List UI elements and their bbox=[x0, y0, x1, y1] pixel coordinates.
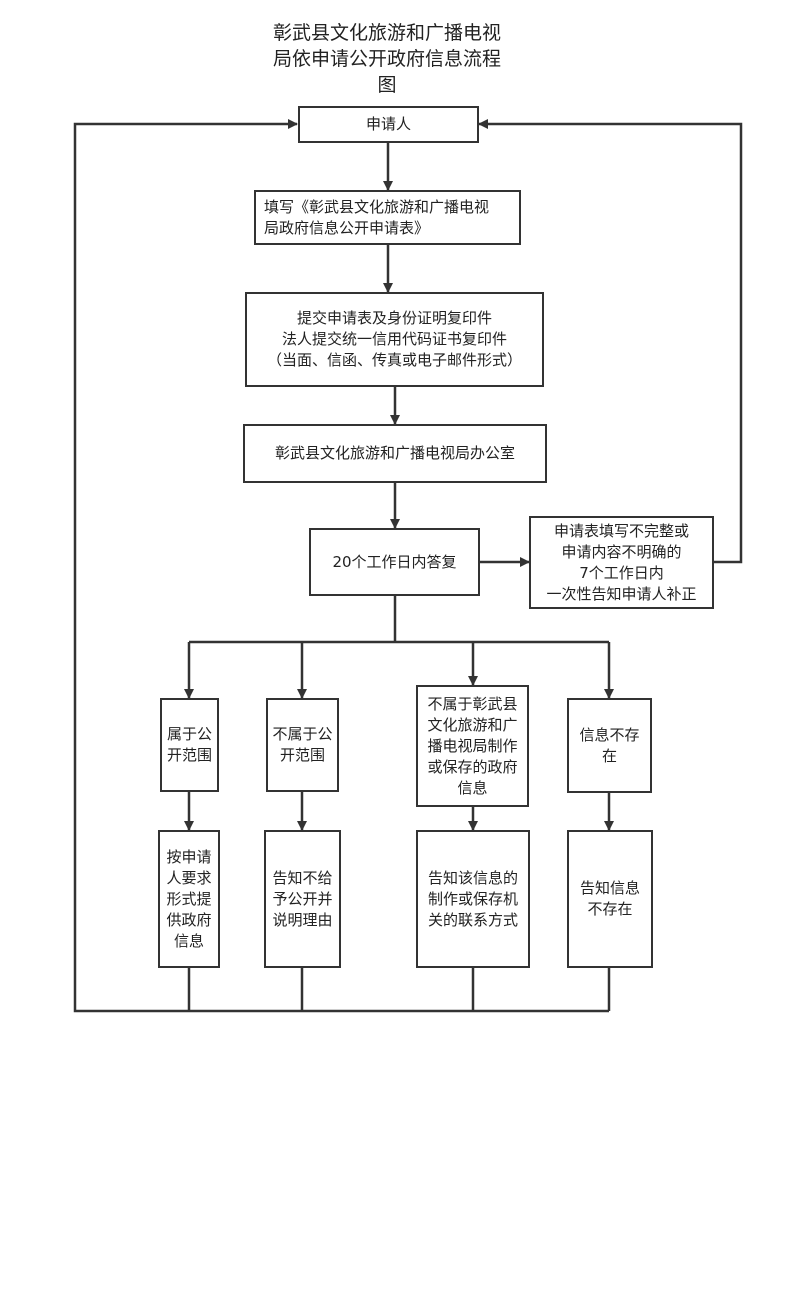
page-title: 彰武县文化旅游和广播电视 局依申请公开政府信息流程 图 bbox=[262, 20, 512, 98]
node-text: 7个工作日内 bbox=[579, 563, 664, 582]
node-information-not-exist: 信息不存 在 bbox=[567, 698, 652, 793]
node-public-scope: 属于公 开范围 bbox=[160, 698, 219, 792]
node-text: 说明理由 bbox=[272, 910, 333, 929]
node-text: 20个工作日内答复 bbox=[332, 552, 457, 571]
node-text: 播电视局制作 bbox=[427, 736, 518, 755]
node-text: 信息不存 bbox=[579, 725, 640, 744]
node-office: 彰武县文化旅游和广播电视局办公室 bbox=[243, 424, 547, 483]
node-text: 予公开并 bbox=[272, 889, 333, 908]
node-text: 信息 bbox=[457, 778, 488, 797]
node-text: 提交申请表及身份证明复印件 bbox=[296, 309, 492, 327]
node-text: 局政府信息公开申请表》 bbox=[264, 218, 430, 237]
node-text: 属于公 bbox=[166, 725, 212, 743]
node-text: 不属于公 bbox=[272, 725, 333, 743]
node-text: 不存在 bbox=[587, 900, 633, 918]
node-text: 一次性告知申请人补正 bbox=[546, 584, 697, 603]
node-text: 开范围 bbox=[166, 746, 212, 764]
node-text: 法人提交统一信用代码证书复印件 bbox=[281, 330, 507, 348]
title-line: 彰武县文化旅游和广播电视 bbox=[272, 22, 501, 44]
node-text: 开范围 bbox=[279, 746, 325, 764]
node-text: 告知不给 bbox=[272, 868, 333, 887]
node-submit-documents: 提交申请表及身份证明复印件 法人提交统一信用代码证书复印件 （当面、信函、传真或… bbox=[245, 292, 544, 387]
title-line: 图 bbox=[377, 74, 397, 96]
node-applicant: 申请人 bbox=[298, 106, 479, 143]
node-text: 告知该信息的 bbox=[427, 868, 518, 887]
node-text: 制作或保存机 bbox=[427, 889, 518, 908]
arrow-return-to-applicant bbox=[73, 119, 609, 1013]
node-contact-info: 告知该信息的 制作或保存机 关的联系方式 bbox=[416, 830, 530, 968]
arrow-incomplete-back-to-applicant bbox=[478, 119, 743, 564]
node-text: （当面、信函、传真或电子邮件形式） bbox=[266, 351, 522, 369]
node-text: 供政府 bbox=[166, 910, 212, 929]
node-reply: 20个工作日内答复 bbox=[309, 528, 480, 596]
node-text: 申请人 bbox=[365, 115, 411, 133]
node-text: 申请表填写不完整或 bbox=[553, 521, 689, 540]
node-text: 形式提 bbox=[166, 889, 212, 908]
node-text: 不属于彰武县 bbox=[427, 694, 518, 713]
node-text: 彰武县文化旅游和广播电视局办公室 bbox=[274, 444, 515, 462]
node-incomplete-application: 申请表填写不完整或 申请内容不明确的 7个工作日内 一次性告知申请人补正 bbox=[529, 516, 714, 609]
title-line: 局依申请公开政府信息流程 bbox=[272, 48, 501, 70]
node-text: 申请内容不明确的 bbox=[561, 542, 682, 561]
node-text: 按申请 bbox=[166, 847, 212, 866]
node-text: 信息 bbox=[173, 931, 204, 950]
node-text: 关的联系方式 bbox=[427, 910, 518, 929]
node-text: 人要求 bbox=[166, 868, 212, 887]
node-text: 在 bbox=[601, 746, 617, 765]
node-text: 或保存的政府 bbox=[427, 757, 518, 776]
node-text: 文化旅游和广 bbox=[427, 715, 518, 734]
node-text: 填写《彰武县文化旅游和广播电视 bbox=[264, 197, 490, 216]
node-not-our-information: 不属于彰武县 文化旅游和广 播电视局制作 或保存的政府 信息 bbox=[416, 685, 529, 807]
node-text: 告知信息 bbox=[579, 879, 640, 897]
node-not-public-scope: 不属于公 开范围 bbox=[266, 698, 339, 792]
node-inform-not-exist: 告知信息 不存在 bbox=[567, 830, 653, 968]
node-fill-form: 填写《彰武县文化旅游和广播电视 局政府信息公开申请表》 bbox=[254, 190, 521, 245]
node-deny-disclosure: 告知不给 予公开并 说明理由 bbox=[264, 830, 341, 968]
node-provide-information: 按申请 人要求 形式提 供政府 信息 bbox=[158, 830, 220, 968]
